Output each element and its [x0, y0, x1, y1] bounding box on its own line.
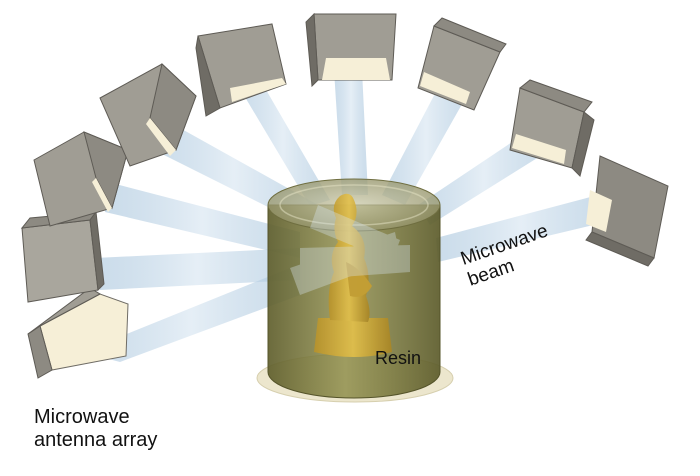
antenna-horn [99, 63, 197, 167]
beam [436, 195, 606, 262]
antenna-array-label-line1: Microwave [34, 406, 130, 428]
antenna-horn [509, 79, 595, 177]
beam [382, 84, 470, 205]
antenna-horn [20, 210, 105, 303]
beam [95, 248, 300, 290]
antenna-horn [305, 12, 397, 88]
antenna-horn [27, 287, 129, 379]
beam [82, 268, 300, 362]
antenna-horn [195, 23, 287, 117]
antenna-horn [417, 17, 507, 111]
microwave-beams-front [290, 205, 410, 295]
beam [418, 130, 550, 225]
sculpture [314, 193, 392, 357]
resin-label: Resin [375, 348, 422, 368]
antenna-array [20, 12, 669, 379]
antenna-horn [585, 155, 669, 267]
beam [236, 76, 330, 206]
antenna-array-label: Microwave antenna array [34, 406, 157, 452]
beam [105, 182, 300, 258]
beam [334, 70, 368, 195]
antenna-horn [33, 131, 129, 227]
antenna-array-label-line2: antenna array [34, 429, 158, 451]
microwave-beams [82, 70, 606, 362]
